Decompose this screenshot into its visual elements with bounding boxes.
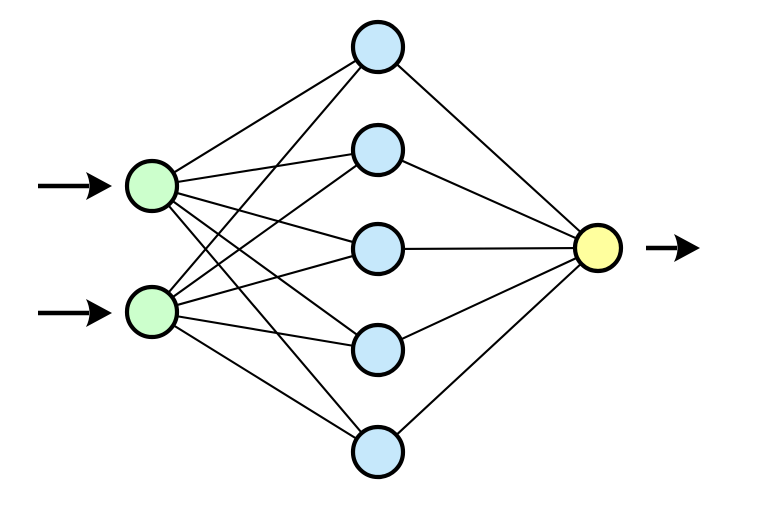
edge-input-2-to-hidden-4 <box>174 314 356 348</box>
node-input-1[interactable] <box>124 158 180 214</box>
node-hidden-4[interactable] <box>350 322 406 378</box>
edge-input-2-to-hidden-1 <box>166 64 364 295</box>
node-circle-input-2[interactable] <box>124 284 180 340</box>
node-hidden-3[interactable] <box>350 221 406 277</box>
edge-input-2-to-hidden-5 <box>171 323 359 441</box>
node-hidden-1[interactable] <box>350 19 406 75</box>
input-arrow-bottom-head <box>86 299 112 327</box>
node-circle-hidden-1[interactable] <box>350 19 406 75</box>
arrows-group <box>38 172 700 327</box>
output-arrow-icon <box>646 234 700 262</box>
input-arrow-top-head <box>86 172 112 200</box>
node-circle-input-1[interactable] <box>124 158 180 214</box>
edge-input-2-to-hidden-2 <box>170 162 360 300</box>
node-circle-output-1[interactable] <box>572 222 624 274</box>
edges-group <box>166 58 583 441</box>
edge-hidden-1-to-output-1 <box>394 62 583 235</box>
node-input-2[interactable] <box>124 284 180 340</box>
node-output-1[interactable] <box>572 222 624 274</box>
edge-input-2-to-hidden-3 <box>174 254 356 307</box>
input-arrow-bottom-icon <box>38 299 112 327</box>
edge-hidden-2-to-output-1 <box>398 158 579 241</box>
edge-input-1-to-hidden-4 <box>170 199 360 337</box>
edge-input-1-to-hidden-5 <box>166 203 364 435</box>
edge-hidden-5-to-output-1 <box>394 261 583 437</box>
nodes-group <box>124 19 624 480</box>
node-circle-hidden-4[interactable] <box>350 322 406 378</box>
node-hidden-5[interactable] <box>350 424 406 480</box>
edge-input-1-to-hidden-3 <box>174 191 356 244</box>
output-arrow-head <box>674 234 700 262</box>
node-circle-hidden-5[interactable] <box>350 424 406 480</box>
node-circle-hidden-3[interactable] <box>350 221 406 277</box>
node-hidden-2[interactable] <box>350 122 406 178</box>
input-arrow-top-icon <box>38 172 112 200</box>
edge-input-1-to-hidden-2 <box>174 152 356 184</box>
edge-hidden-4-to-output-1 <box>398 256 580 341</box>
edge-hidden-3-to-output-1 <box>400 247 578 250</box>
edge-input-1-to-hidden-1 <box>171 58 359 175</box>
node-circle-hidden-2[interactable] <box>350 122 406 178</box>
